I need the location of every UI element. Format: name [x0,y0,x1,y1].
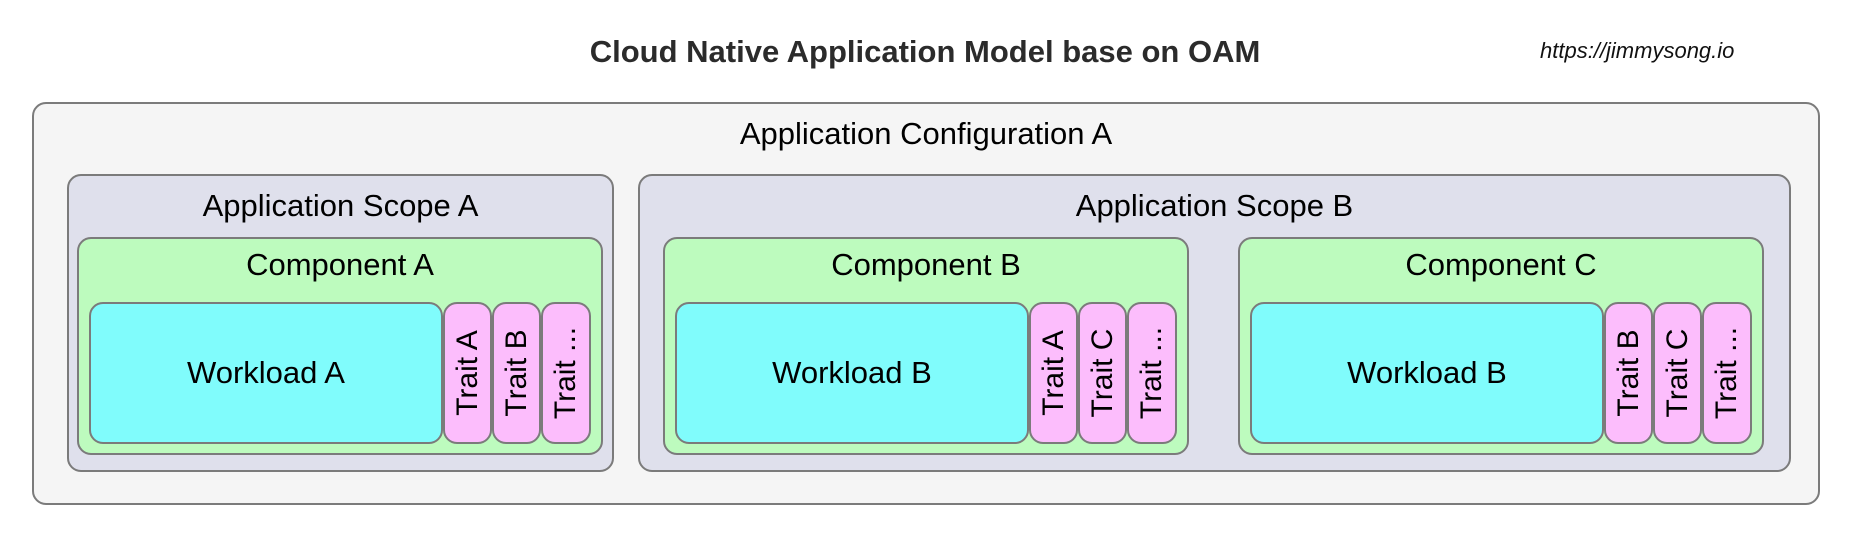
trait-label: Trait B [499,329,533,417]
workload-c: Workload B [1250,302,1604,444]
application-scope-b-label: Application Scope B [1075,188,1354,223]
component-c-trait-1: Trait B [1604,302,1653,444]
trait-label: Trait B [1611,329,1645,417]
site-link[interactable]: https://jimmysong.io [1540,38,1735,63]
component-c-label: Component C [1405,247,1597,282]
component-a-trait-2: Trait B [492,302,541,444]
component-b-trait-3: Trait ... [1127,302,1177,444]
component-c-trait-2: Trait C [1653,302,1702,444]
component-b-trait-1: Trait A [1029,302,1078,444]
workload-b-label: Workload B [772,355,932,390]
workload-b: Workload B [675,302,1029,444]
workload-a-label: Workload A [187,355,345,390]
trait-label: Trait C [1660,328,1694,418]
component-a-trait-3: Trait ... [541,302,591,444]
application-scope-a-label: Application Scope A [202,188,479,223]
component-a-label: Component A [246,247,434,282]
component-a-trait-1: Trait A [443,302,492,444]
trait-label: Trait ... [1710,326,1743,420]
component-b-label: Component B [831,247,1021,282]
trait-label: Trait ... [1135,326,1168,420]
trait-label: Trait ... [549,326,582,420]
workload-c-label: Workload B [1347,355,1507,390]
component-c-trait-3: Trait ... [1702,302,1752,444]
workload-a: Workload A [89,302,443,444]
trait-label: Trait A [1036,330,1070,416]
application-configuration-label: Application Configuration A [739,116,1113,151]
diagram-title: Cloud Native Application Model base on O… [589,34,1261,69]
trait-label: Trait A [450,330,484,416]
component-b-trait-2: Trait C [1078,302,1127,444]
trait-label: Trait C [1085,328,1119,418]
